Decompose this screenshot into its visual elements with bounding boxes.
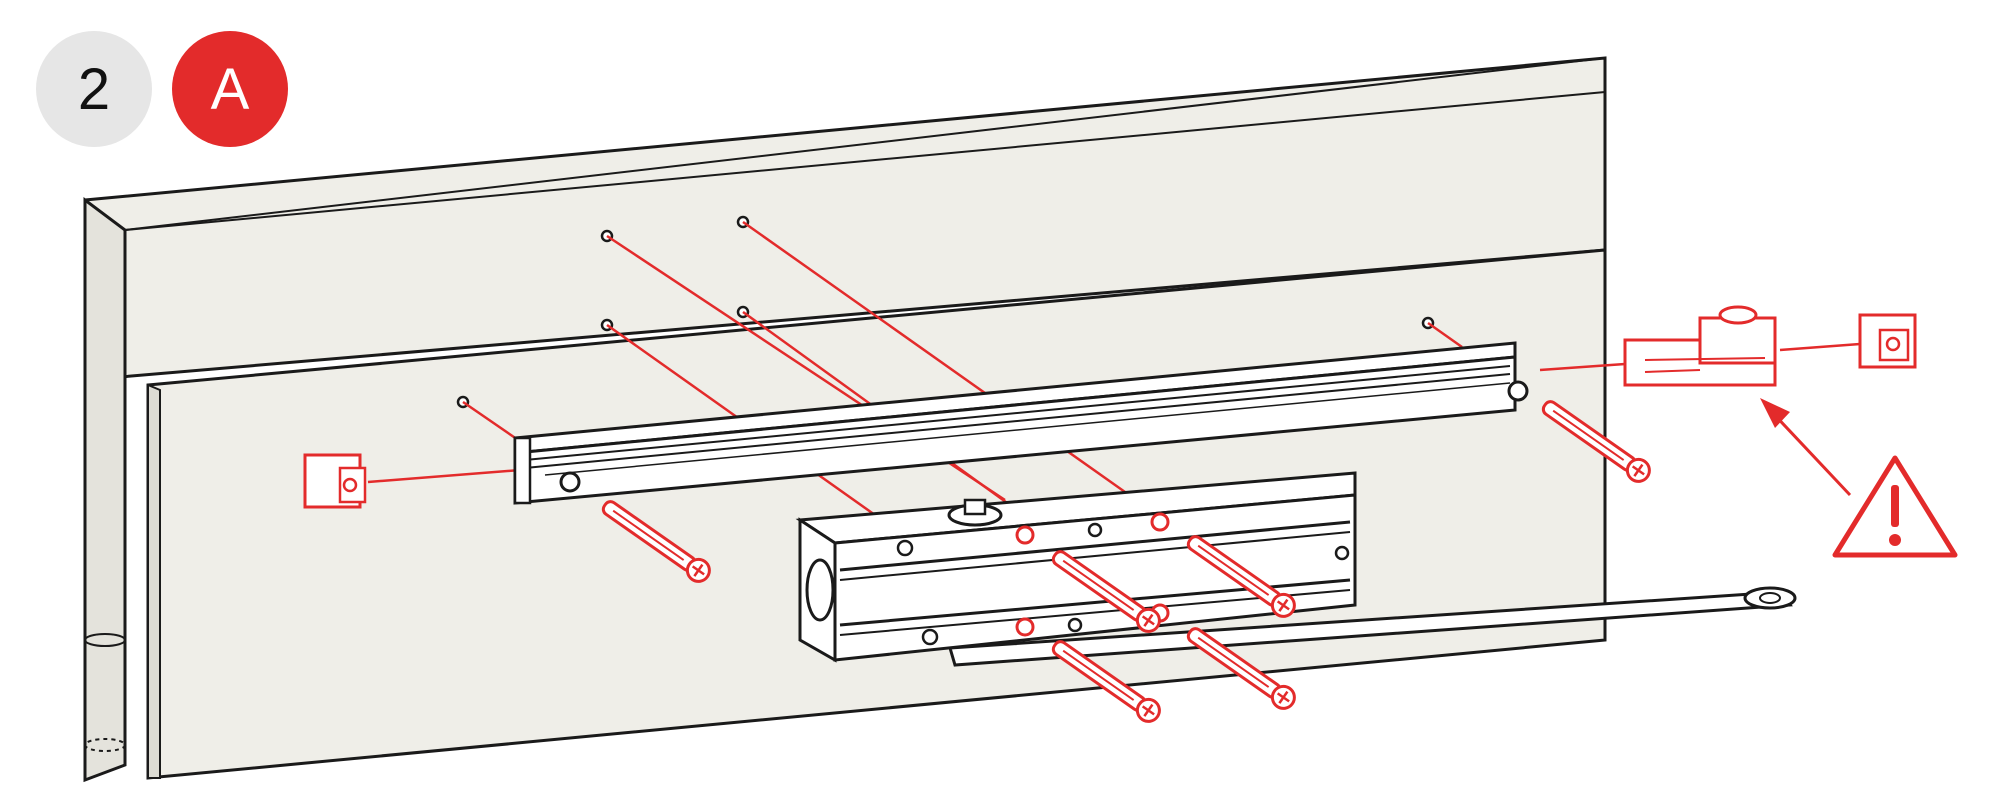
hinge-pin-icon [84, 633, 126, 752]
step-number-badge: 2 [36, 31, 152, 147]
warning-triangle-icon [1832, 455, 1958, 558]
right-end-cap [1858, 313, 1917, 369]
part-letter-badge: A [172, 31, 288, 147]
pointer-arrow [1760, 398, 1852, 497]
mounting-rail [513, 341, 1529, 505]
closer-arm [948, 586, 1797, 667]
left-end-cap [303, 453, 367, 509]
slider-block [1623, 305, 1777, 387]
